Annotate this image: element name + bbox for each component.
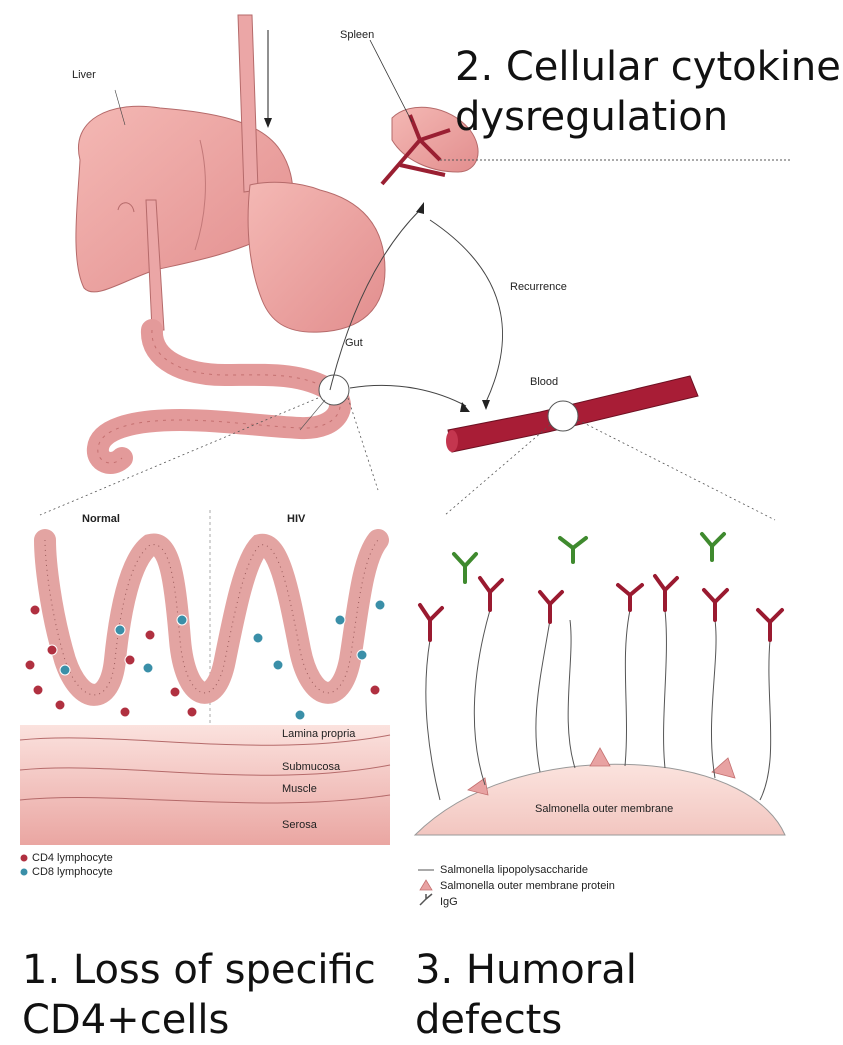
cd4-legend-label: CD4 lymphocyte — [32, 852, 113, 864]
cd8-legend-label: CD8 lymphocyte — [32, 866, 113, 878]
spleen-label: Spleen — [340, 29, 374, 41]
humoral-panel: Salmonella outer membrane — [415, 534, 785, 908]
gut-tissue-panel: Normal HIV Lamina propria Submucosa Musc… — [20, 510, 390, 878]
lamina-propria-label: Lamina propria — [282, 728, 356, 740]
muscle-label: Muscle — [282, 783, 317, 795]
normal-label: Normal — [82, 513, 120, 525]
caption-humoral: 3. Humoral defects — [415, 945, 637, 1045]
blood-label: Blood — [530, 376, 558, 388]
hiv-label: HIV — [287, 513, 306, 525]
igg-legend-label: IgG — [440, 896, 458, 908]
submucosa-label: Submucosa — [282, 761, 341, 773]
blood-focus-circle — [548, 401, 578, 431]
serosa-label: Serosa — [282, 819, 318, 831]
caption-humoral-line2: defects — [415, 995, 637, 1045]
gut-focus-circle — [319, 375, 349, 405]
recurrence-label: Recurrence — [510, 281, 567, 293]
igg-red — [420, 576, 782, 640]
caption-cd4-loss: 1. Loss of specific CD4+cells — [22, 945, 376, 1045]
caption-humoral-line1: 3. Humoral — [415, 945, 637, 995]
intestinal-villi — [45, 540, 378, 695]
lps-legend-label: Salmonella lipopolysaccharide — [440, 864, 588, 876]
membrane-label: Salmonella outer membrane — [535, 803, 673, 815]
gut-label: Gut — [345, 337, 363, 349]
omp-legend-label: Salmonella outer membrane protein — [440, 880, 615, 892]
caption-cd4-line1: 1. Loss of specific — [22, 945, 376, 995]
intestine-shape — [98, 330, 340, 463]
stomach-shape — [248, 182, 385, 332]
igg-green — [454, 534, 724, 582]
caption-cd4-line2: CD4+cells — [22, 995, 376, 1045]
caption-cytokine-line1: 2. Cellular cytokine — [455, 42, 841, 92]
caption-cytokine-line2: dysregulation — [455, 92, 841, 142]
liver-label: Liver — [72, 69, 96, 81]
caption-cytokine: 2. Cellular cytokine dysregulation — [455, 42, 841, 142]
